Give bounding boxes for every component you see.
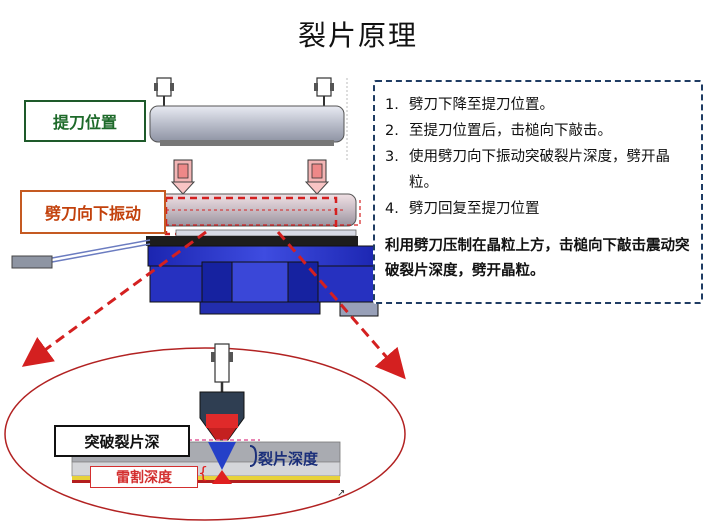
zoom-ellipse (4, 347, 406, 521)
step-item: 3. 使用劈刀向下振动突破裂片深度，劈开晶粒。 (385, 144, 693, 196)
step-text: 使用劈刀向下振动突破裂片深度，劈开晶粒。 (409, 149, 670, 191)
svg-text:↗: ↗ (337, 488, 345, 499)
vibrate-down-label: 劈刀向下振动 (20, 190, 166, 234)
blade-lift-position (149, 105, 345, 146)
step-item: 2. 至提刀位置后，击槌向下敲击。 (385, 118, 693, 144)
break-through-label: 突破裂片深 (54, 425, 190, 457)
crack-depth-label: 裂片深度 (258, 450, 319, 468)
step-text: 至提刀位置后，击槌向下敲击。 (409, 123, 612, 139)
step-item: 1. 劈刀下降至提刀位置。 (385, 92, 693, 118)
zoom-detail: { ↗ (71, 343, 345, 499)
blade-vibrate-position (149, 193, 357, 227)
svg-text:{: { (198, 463, 208, 482)
blue-base (147, 245, 381, 317)
step-number: 2. (385, 123, 399, 139)
lift-position-label: 提刀位置 (24, 100, 146, 142)
lower-pin-left (170, 159, 196, 195)
top-pin-left (154, 77, 174, 106)
step-number: 3. (385, 149, 399, 165)
top-pin-right (314, 77, 334, 106)
zoom-arrow-left (21, 230, 207, 367)
summary-text: 利用劈刀压制在晶粒上方，击槌向下敲击震动突破裂片深度，劈开晶粒。 (385, 238, 690, 279)
steps-panel: 1. 劈刀下降至提刀位置。 2. 至提刀位置后，击槌向下敲击。 3. 使用劈刀向下振动… (373, 80, 703, 304)
step-text: 劈刀回复至提刀位置 (409, 201, 540, 217)
page-title: 裂片原理 (297, 19, 418, 52)
step-text: 劈刀下降至提刀位置。 (409, 97, 554, 113)
lower-pin-right (304, 159, 330, 195)
zoom-arrow-right (276, 231, 406, 380)
step-number: 4. (385, 201, 399, 217)
scribe-depth-label: 雷割深度 (90, 466, 198, 488)
wafer-stage (11, 229, 358, 269)
step-item: 4. 劈刀回复至提刀位置 (385, 196, 693, 222)
steps-list: 1. 劈刀下降至提刀位置。 2. 至提刀位置后，击槌向下敲击。 3. 使用劈刀向下振动… (385, 92, 693, 222)
step-number: 1. (385, 97, 399, 113)
